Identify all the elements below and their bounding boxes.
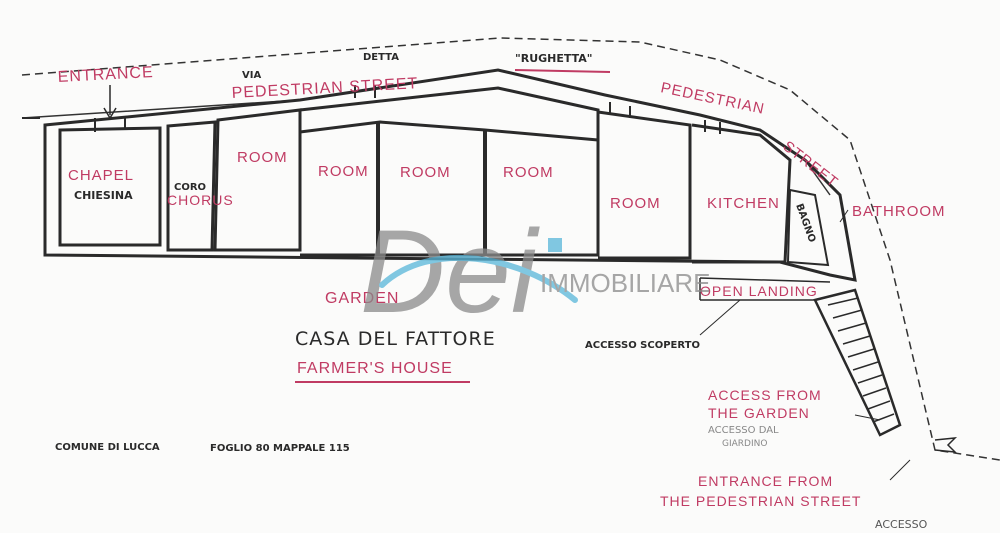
room-label-3: ROOM xyxy=(400,164,451,181)
building-walls xyxy=(43,68,857,282)
access-from-garden-label-2: THE GARDEN xyxy=(708,405,810,421)
street-via-label: VIA xyxy=(242,70,261,81)
staircase xyxy=(699,277,902,437)
chorus-label: CHORUS xyxy=(167,192,234,208)
foglio-label: FOGLIO 80 MAPPALE 115 xyxy=(210,443,350,454)
accesso-corner-label: ACCESSO xyxy=(875,518,928,531)
watermark-brand: IMMOBILIARE xyxy=(540,268,710,298)
garden-label: GARDEN xyxy=(325,290,399,307)
street-detta-label: DETTA xyxy=(363,52,399,63)
kitchen-label: KITCHEN xyxy=(707,195,780,212)
entrance-from-label-1: ENTRANCE FROM xyxy=(698,473,833,489)
room-label-5: ROOM xyxy=(610,195,661,212)
chiesina-label: CHIESINA xyxy=(74,189,133,202)
street-rughetta-label: "RUGHETTA" xyxy=(515,52,593,65)
cadastre-label: COMUNE DI LUCCA xyxy=(55,442,160,453)
room-label-1: ROOM xyxy=(237,149,288,166)
pointer-lines xyxy=(699,209,958,481)
casa-del-fattore-label: CASA DEL FATTORE xyxy=(295,328,496,350)
bathroom-label: BATHROOM xyxy=(852,203,946,220)
open-landing-label: OPEN LANDING xyxy=(700,283,818,299)
access-from-garden-label-1: ACCESS FROM xyxy=(708,387,822,403)
room-label-4: ROOM xyxy=(503,164,554,181)
entrance-from-label-2: THE PEDESTRIAN STREET xyxy=(660,493,861,509)
entrance-label: ENTRANCE xyxy=(57,64,154,86)
accesso-dal-label-1: ACCESSO DAL xyxy=(708,425,779,436)
rughetta-underline xyxy=(514,69,611,73)
bagno-label: BAGNO xyxy=(793,202,817,244)
entrance-arrow xyxy=(103,85,117,120)
accesso-dal-label-2: GIARDINO xyxy=(722,439,767,449)
watermark-monogram: Dei xyxy=(360,206,540,338)
coro-label: CORO xyxy=(174,182,206,193)
door-marks xyxy=(22,85,721,134)
chapel-label: CHAPEL xyxy=(68,167,134,184)
farmers-house-label: FARMER'S HOUSE xyxy=(297,360,453,377)
room-label-2: ROOM xyxy=(318,163,369,180)
watermark-logo: Dei IMMOBILIARE xyxy=(360,206,710,338)
pedestrian-street-right-label-1: PEDESTRIAN xyxy=(659,79,766,118)
accesso-scoperto-label: ACCESSO SCOPERTO xyxy=(585,340,700,351)
